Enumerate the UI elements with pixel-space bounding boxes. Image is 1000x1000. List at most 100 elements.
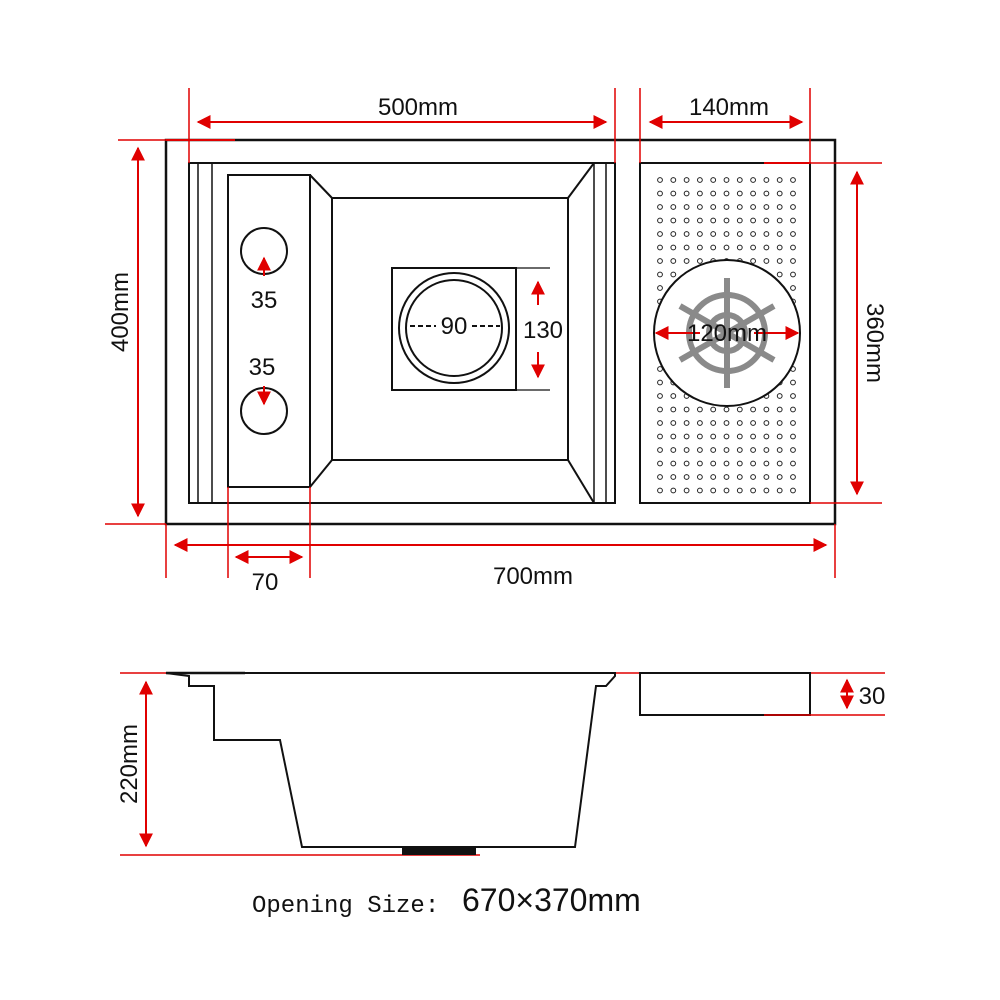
outer-frame	[164, 138, 837, 526]
perforation-dot	[697, 204, 703, 210]
perforation-dot	[670, 258, 677, 264]
rinser-diameter-label: 120mm	[687, 320, 767, 347]
perforation-dot	[790, 406, 796, 413]
perforation-dot	[697, 231, 703, 237]
top-view: 35 35 90 130 120mm	[105, 88, 888, 596]
height-400-label: 400mm	[107, 272, 134, 352]
perforation-dot	[763, 474, 770, 480]
perforation-dot	[710, 406, 717, 413]
perforation-dot	[790, 393, 796, 399]
perforation-dot	[763, 420, 770, 426]
perforation-dot	[710, 420, 717, 426]
perforation-dot	[683, 177, 690, 183]
perforation-dot	[736, 460, 743, 467]
shelf-70-label: 70	[252, 569, 279, 596]
perforation-dot	[670, 177, 677, 183]
perforation-dot	[697, 420, 703, 426]
side-view: 220mm 30	[116, 671, 885, 856]
opening-size-caption: Opening Size: 670×370mm	[252, 882, 641, 920]
perforation-dot	[670, 244, 677, 251]
depth-220-label: 220mm	[116, 724, 143, 804]
perforation-dot	[657, 474, 663, 480]
perforation-dot	[683, 217, 690, 224]
drain-outer	[398, 272, 510, 384]
perforation-dot	[750, 487, 756, 494]
perforation-dot	[763, 231, 770, 237]
perforation-dot	[790, 204, 796, 210]
perforation-dot	[723, 406, 730, 413]
perforation-dot	[776, 190, 783, 197]
perforation-dot	[683, 420, 690, 426]
perforation-dot	[657, 285, 663, 291]
perforation-dot	[750, 231, 756, 237]
perforation-dot	[763, 190, 770, 197]
perforation-dot	[736, 177, 743, 183]
perforation-dot	[790, 244, 796, 251]
perforation-dot	[776, 433, 783, 440]
perforation-dot	[790, 447, 796, 453]
hole-bottom-label: 35	[249, 354, 276, 381]
perforation-dot	[723, 447, 730, 453]
perforation-dot	[776, 244, 783, 251]
perforation-dot	[683, 244, 690, 251]
perforation-dot	[776, 217, 783, 224]
perforation-dot	[710, 177, 717, 183]
perforation-dot	[670, 487, 677, 494]
perforation-dot	[790, 487, 796, 494]
perforation-dot	[776, 474, 783, 480]
perforation-dot	[697, 474, 703, 480]
perforation-dot	[763, 460, 770, 467]
perforation-dot	[710, 217, 717, 224]
perforation-dot	[790, 460, 796, 467]
perforation-dot	[657, 271, 663, 278]
perforation-dot	[736, 231, 743, 237]
drain-inner	[405, 279, 503, 377]
perforation-dot	[710, 231, 717, 237]
perforation-dot	[670, 447, 677, 453]
perforation-dot	[736, 217, 743, 224]
perforation-dot	[670, 217, 677, 224]
perforation-dot	[697, 258, 703, 264]
perforation-dot	[683, 231, 690, 237]
perforation-dot	[683, 258, 690, 264]
perforation-dot	[670, 433, 677, 440]
width-500-label: 500mm	[378, 94, 458, 121]
perforation-dot	[750, 217, 756, 224]
perforation-dot	[750, 420, 756, 426]
perforation-dot	[790, 285, 796, 291]
width-140-label: 140mm	[689, 94, 769, 121]
perforation-dot	[670, 406, 677, 413]
perforation-dot	[697, 406, 703, 413]
perforation-dot	[790, 217, 796, 224]
perforation-dot	[657, 258, 663, 264]
perforation-dot	[710, 244, 717, 251]
perforation-dot	[670, 460, 677, 467]
perforation-dot	[670, 271, 677, 278]
perforation-dot	[697, 177, 703, 183]
perforation-dot	[776, 231, 783, 237]
perforation-dot	[683, 204, 690, 210]
perforation-dot	[776, 420, 783, 426]
perforation-dot	[657, 420, 663, 426]
perforation-dot	[710, 474, 717, 480]
perforation-dot	[710, 447, 717, 453]
perforation-dot	[697, 433, 703, 440]
perforation-dot	[697, 190, 703, 197]
drainer-profile	[639, 672, 811, 716]
perforation-dot	[657, 190, 663, 197]
perforation-dot	[750, 474, 756, 480]
perforation-dot	[657, 177, 663, 183]
perforation-dot	[723, 244, 730, 251]
basin-floor	[331, 197, 569, 461]
perforation-dot	[683, 487, 690, 494]
perforation-dot	[710, 204, 717, 210]
perforation-dot	[790, 190, 796, 197]
accessory-shelf	[227, 174, 311, 488]
perforation-dot	[723, 231, 730, 237]
drain-box-label: 130	[523, 317, 563, 344]
perforation-dot	[723, 177, 730, 183]
perforation-dot	[697, 244, 703, 251]
perforation-dot	[736, 406, 743, 413]
perforation-dot	[790, 474, 796, 480]
perforation-dot	[657, 433, 663, 440]
